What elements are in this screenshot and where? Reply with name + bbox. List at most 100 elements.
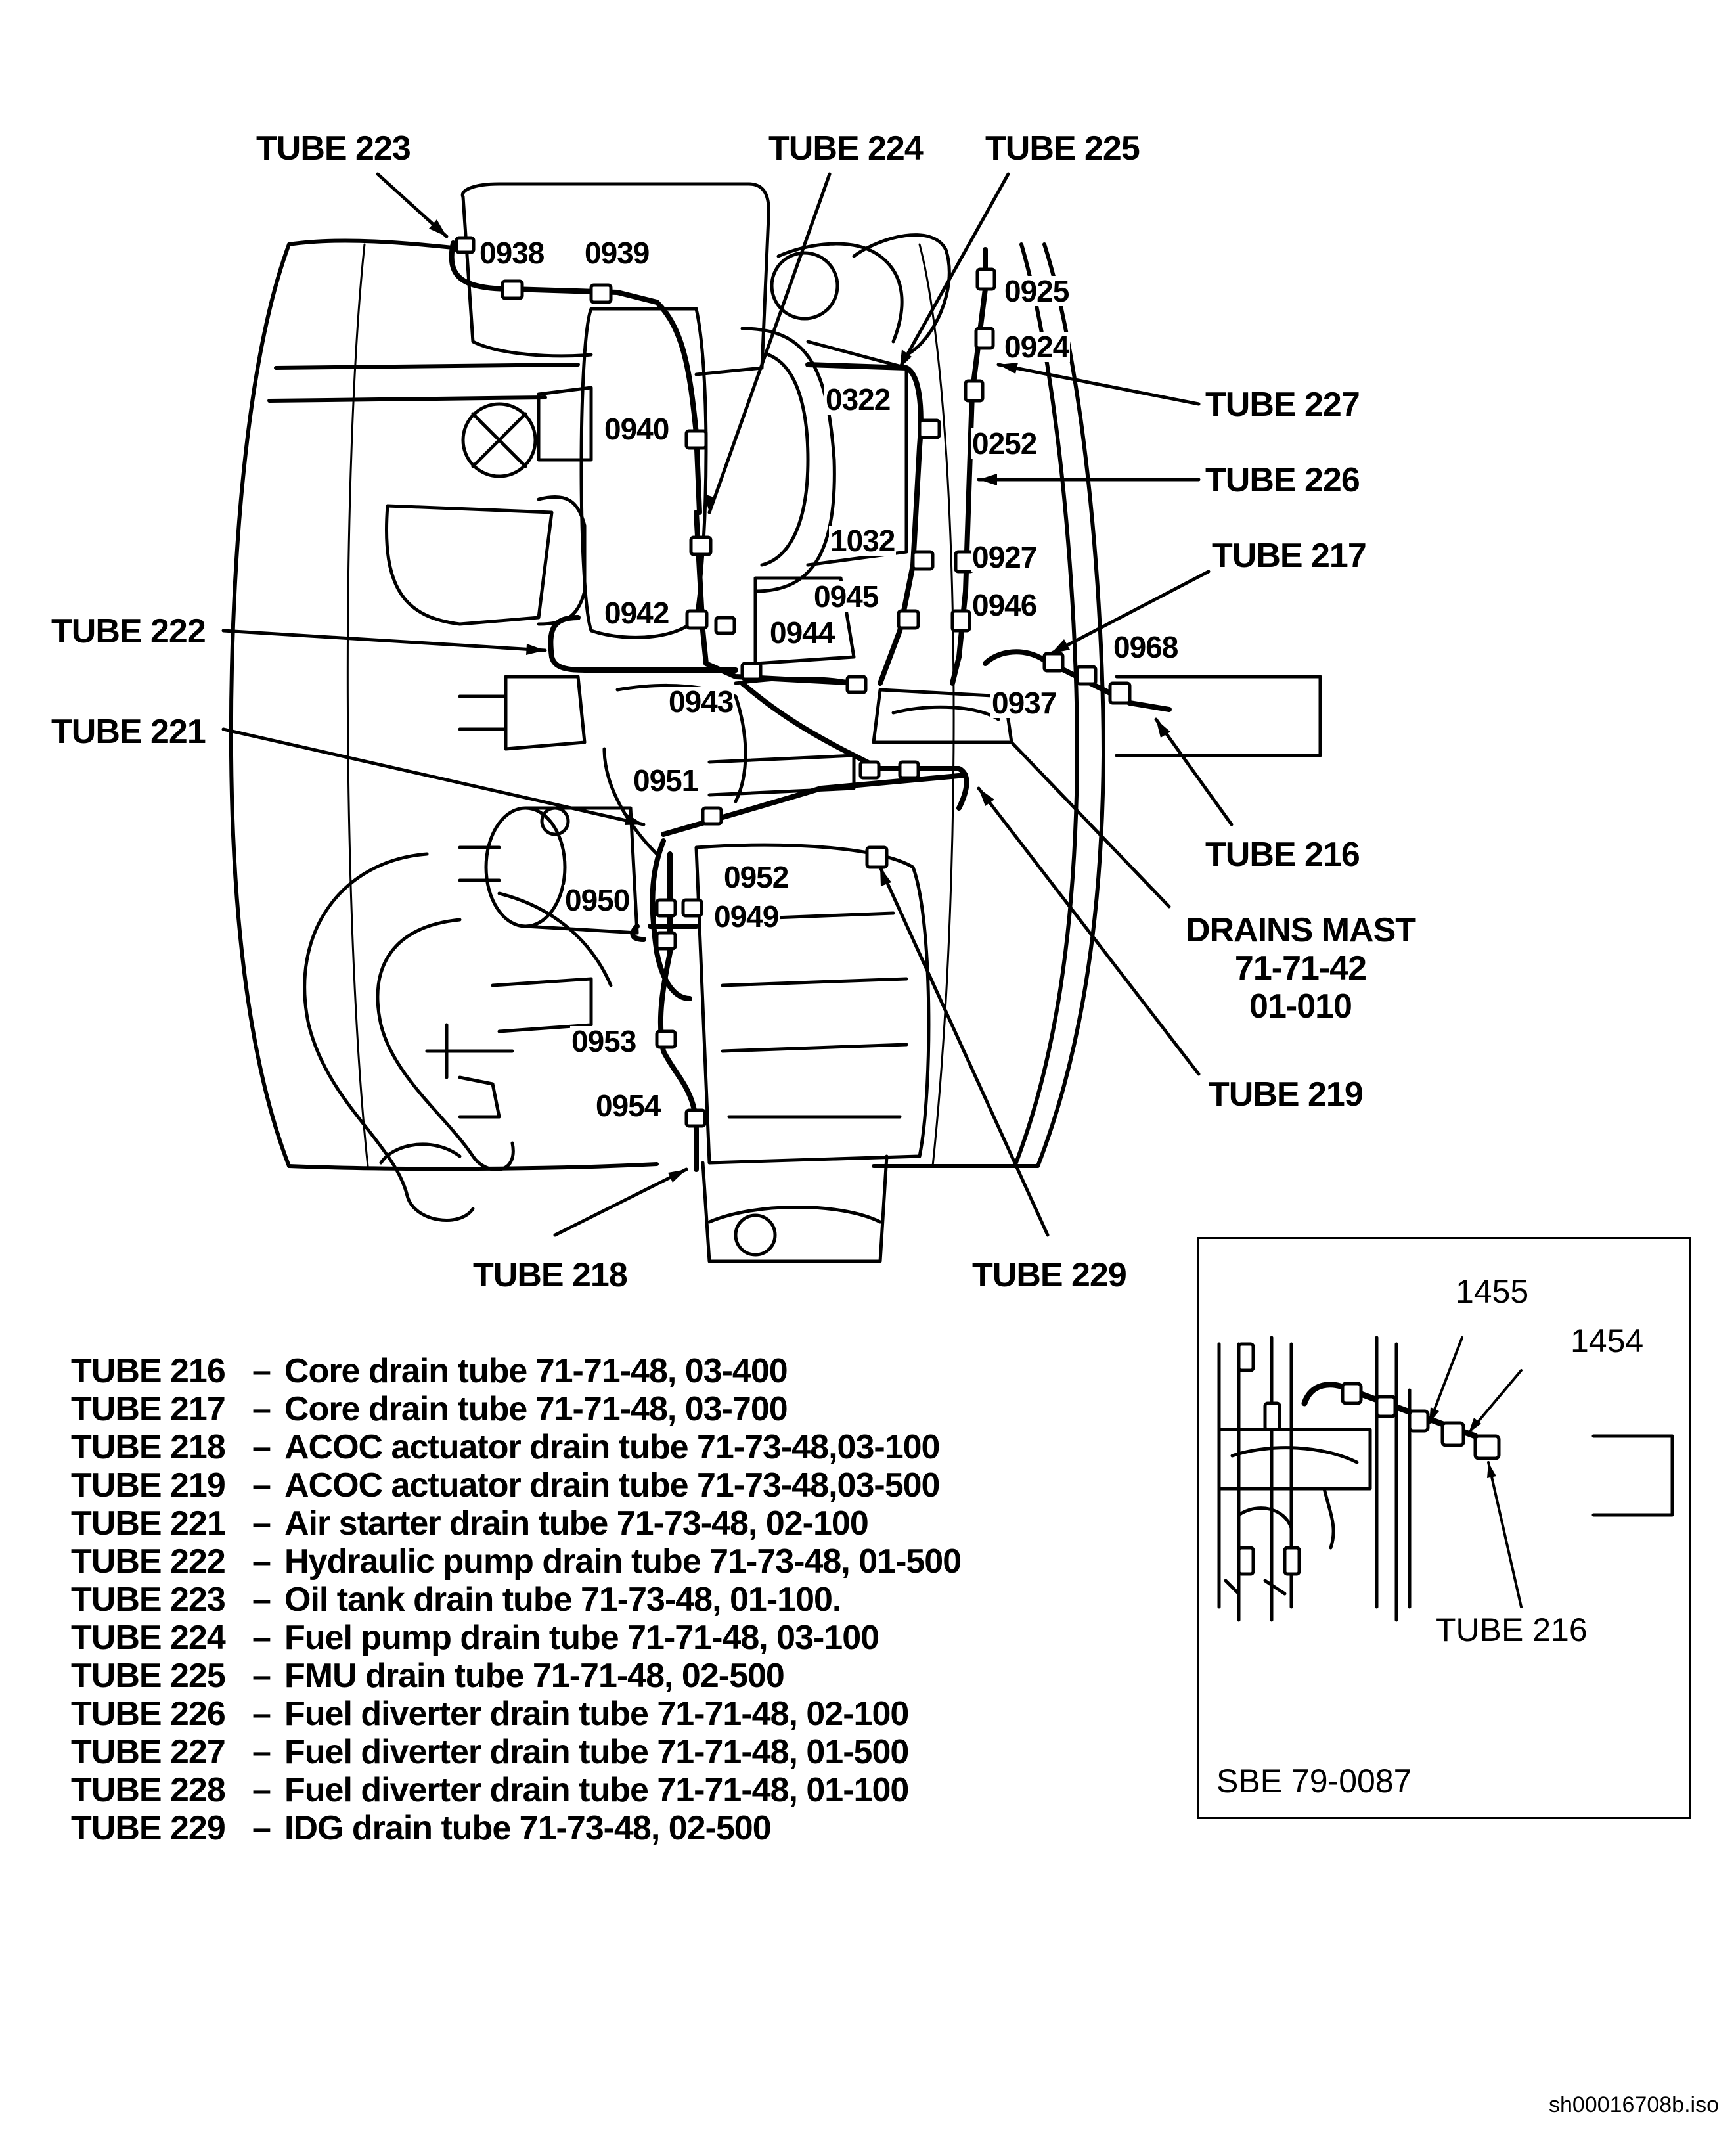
- legend-tube-id: TUBE 218: [71, 1428, 226, 1466]
- legend-dash: –: [252, 1619, 271, 1657]
- legend-tube-id: TUBE 223: [71, 1581, 226, 1619]
- part-0942: 0942: [603, 596, 671, 630]
- legend-description: Fuel pump drain tube 71-71-48, 03-100: [284, 1619, 879, 1657]
- legend-dash: –: [252, 1504, 271, 1543]
- sbe-inset: 1455 1454 TUBE 216 SBE 79-0087: [1197, 1237, 1691, 1819]
- legend-row: TUBE 229–IDG drain tube 71-73-48, 02-500: [71, 1809, 961, 1847]
- part-0953: 0953: [570, 1024, 638, 1058]
- part-0949: 0949: [713, 899, 780, 934]
- legend-dash: –: [252, 1352, 271, 1390]
- drains-mast-ref: 71-71-42: [1234, 949, 1367, 987]
- tube-225-line: [805, 362, 924, 686]
- legend-tube-id: TUBE 229: [71, 1809, 226, 1847]
- callout-tube-226: TUBE 226: [1205, 461, 1360, 499]
- part-0252: 0252: [971, 426, 1038, 461]
- legend-row: TUBE 224–Fuel pump drain tube 71-71-48, …: [71, 1619, 961, 1657]
- legend-description: Fuel diverter drain tube 71-71-48, 02-10…: [284, 1695, 909, 1733]
- callout-tube-229: TUBE 229: [972, 1256, 1127, 1294]
- part-0951: 0951: [632, 763, 700, 798]
- callout-tube-217: TUBE 217: [1212, 537, 1367, 575]
- part-0924: 0924: [1003, 330, 1071, 364]
- part-0968: 0968: [1112, 630, 1180, 664]
- legend-dash: –: [252, 1543, 271, 1581]
- part-0944: 0944: [768, 616, 836, 650]
- part-0945: 0945: [812, 579, 880, 614]
- drains-mast-item: 01-010: [1249, 987, 1352, 1025]
- legend-row: TUBE 216–Core drain tube 71-71-48, 03-40…: [71, 1352, 961, 1390]
- callout-tube-224: TUBE 224: [768, 129, 924, 168]
- part-0322: 0322: [824, 382, 892, 417]
- legend-dash: –: [252, 1428, 271, 1466]
- legend-tube-id: TUBE 226: [71, 1695, 226, 1733]
- file-id: sh00016708b.iso: [1548, 2092, 1719, 2117]
- part-0927: 0927: [971, 540, 1038, 574]
- inset-drawing: [1217, 1336, 1674, 1622]
- legend-tube-id: TUBE 217: [71, 1390, 226, 1428]
- tube-229-cross: [630, 924, 699, 942]
- tube-216-line: [1127, 700, 1172, 712]
- legend-description: ACOC actuator drain tube 71-73-48,03-500: [284, 1466, 940, 1504]
- tube-226-line: [950, 392, 975, 686]
- part-0937: 0937: [990, 686, 1058, 720]
- legend-row: TUBE 228–Fuel diverter drain tube 71-71-…: [71, 1771, 961, 1809]
- part-0952: 0952: [723, 860, 790, 894]
- tube-222-line: [548, 615, 738, 673]
- legend-row: TUBE 225–FMU drain tube 71-71-48, 02-500: [71, 1657, 961, 1695]
- part-0938: 0938: [478, 236, 546, 270]
- legend-dash: –: [252, 1809, 271, 1847]
- inset-tube-216: TUBE 216: [1436, 1611, 1588, 1648]
- tube-legend: TUBE 216–Core drain tube 71-71-48, 03-40…: [71, 1352, 962, 1847]
- legend-tube-id: TUBE 219: [71, 1466, 226, 1504]
- inset-part-1454: 1454: [1570, 1322, 1644, 1359]
- legend-row: TUBE 226–Fuel diverter drain tube 71-71-…: [71, 1695, 961, 1733]
- inset-part-1455: 1455: [1456, 1273, 1529, 1310]
- gearbox-accessories: [385, 233, 951, 685]
- legend-tube-id: TUBE 224: [71, 1619, 226, 1657]
- legend-row: TUBE 221–Air starter drain tube 71-73-48…: [71, 1504, 961, 1543]
- legend-description: Fuel diverter drain tube 71-71-48, 01-50…: [284, 1733, 909, 1771]
- part-0925: 0925: [1003, 274, 1071, 308]
- part-0950: 0950: [564, 883, 631, 917]
- legend-description: Fuel diverter drain tube 71-71-48, 01-10…: [284, 1771, 909, 1809]
- tube-219-line: [661, 773, 968, 837]
- legend-tube-id: TUBE 221: [71, 1504, 226, 1543]
- legend-description: ACOC actuator drain tube 71-73-48,03-100: [284, 1428, 940, 1466]
- callout-tube-221: TUBE 221: [51, 713, 206, 751]
- acoc-duct: [303, 852, 613, 1222]
- leader-lines: [221, 172, 1234, 1237]
- legend-row: TUBE 219–ACOC actuator drain tube 71-73-…: [71, 1466, 961, 1504]
- legend-description: Hydraulic pump drain tube 71-73-48, 01-5…: [284, 1543, 962, 1581]
- legend-row: TUBE 227–Fuel diverter drain tube 71-71-…: [71, 1733, 961, 1771]
- legend-dash: –: [252, 1733, 271, 1771]
- legend-tube-id: TUBE 228: [71, 1771, 226, 1809]
- callout-drains-mast: DRAINS MAST 71-71-42 01-010: [1169, 913, 1432, 1024]
- legend-description: Core drain tube 71-71-48, 03-700: [284, 1390, 788, 1428]
- drains-mast-title: DRAINS MAST: [1185, 911, 1416, 949]
- legend-tube-id: TUBE 225: [71, 1657, 226, 1695]
- legend-dash: –: [252, 1695, 271, 1733]
- legend-dash: –: [252, 1657, 271, 1695]
- tube-221-line: [740, 681, 969, 811]
- callout-tube-216: TUBE 216: [1205, 836, 1360, 874]
- legend-tube-id: TUBE 222: [71, 1543, 226, 1581]
- idg-housing: [694, 843, 931, 1263]
- legend-dash: –: [252, 1390, 271, 1428]
- drain-tubes: [449, 240, 1172, 1172]
- oil-tank: [460, 182, 770, 376]
- legend-dash: –: [252, 1771, 271, 1809]
- callout-tube-223: TUBE 223: [256, 129, 411, 168]
- leader-arrowheads: [429, 219, 1170, 1183]
- tube-218-line: [657, 851, 699, 1172]
- callout-tube-218: TUBE 218: [473, 1256, 628, 1294]
- legend-description: Core drain tube 71-71-48, 03-400: [284, 1352, 788, 1390]
- tube-217-line: [983, 649, 1132, 706]
- callout-tube-227: TUBE 227: [1205, 386, 1360, 424]
- legend-description: FMU drain tube 71-71-48, 02-500: [284, 1657, 785, 1695]
- part-0940: 0940: [603, 412, 671, 446]
- callout-tube-219: TUBE 219: [1209, 1075, 1364, 1114]
- legend-description: IDG drain tube 71-73-48, 02-500: [284, 1809, 772, 1847]
- legend-row: TUBE 222–Hydraulic pump drain tube 71-73…: [71, 1543, 962, 1581]
- callout-tube-225: TUBE 225: [985, 129, 1140, 168]
- part-0946: 0946: [971, 588, 1038, 622]
- part-1032: 1032: [829, 524, 897, 558]
